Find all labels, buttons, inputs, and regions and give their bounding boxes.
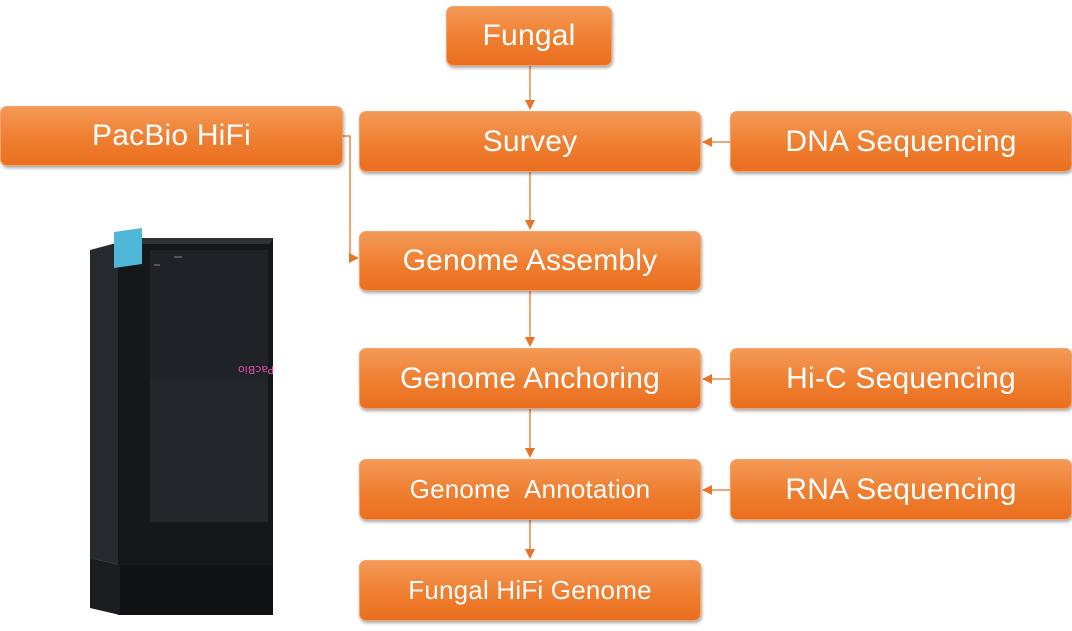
pacbio-sequencer-image xyxy=(90,228,273,615)
node-fungal-hifi-genome: Fungal HiFi Genome xyxy=(359,560,701,621)
node-fungal: Fungal xyxy=(446,6,612,66)
node-genome-assembly: Genome Assembly xyxy=(359,231,701,291)
node-dna-sequencing: DNA Sequencing xyxy=(730,111,1072,172)
node-rna-sequencing: RNA Sequencing xyxy=(730,459,1072,520)
node-survey: Survey xyxy=(359,111,701,172)
node-genome-annotation: Genome Annotation xyxy=(359,459,701,520)
node-genome-anchoring: Genome Anchoring xyxy=(359,348,701,409)
node-hic-sequencing: Hi-C Sequencing xyxy=(730,348,1072,409)
node-pacbio-hifi: PacBio HiFi xyxy=(0,106,343,166)
arrow-pacbio-assembly xyxy=(343,135,359,263)
